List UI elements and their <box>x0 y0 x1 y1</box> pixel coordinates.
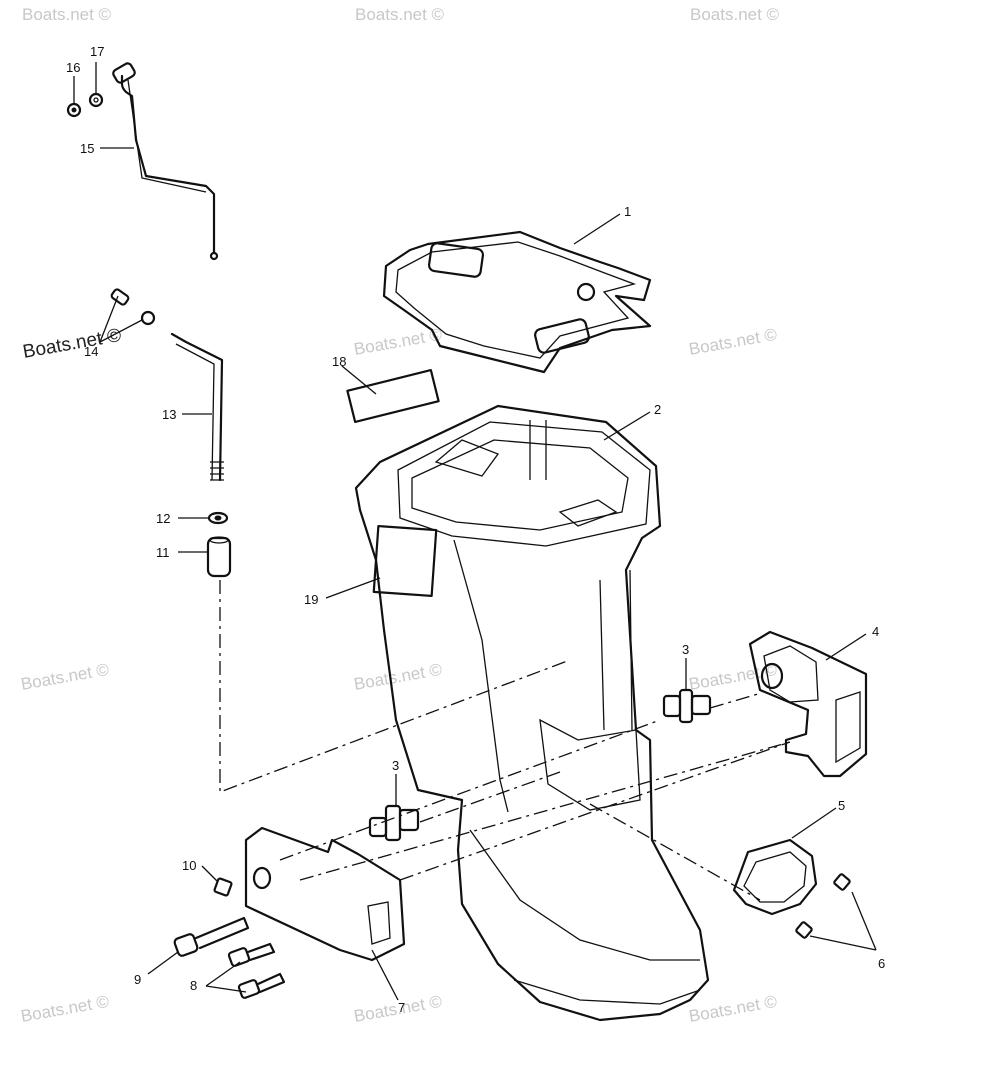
watermark: Boats.net © <box>687 325 778 359</box>
callout-10: 10 <box>182 858 196 873</box>
washer-17 <box>88 92 104 108</box>
mount-3-upper <box>662 688 712 724</box>
bolt-9 <box>173 916 250 957</box>
screws-6 <box>795 873 851 939</box>
callout-2: 2 <box>654 402 661 417</box>
callout-6: 6 <box>878 956 885 971</box>
assembly-lines <box>219 580 791 901</box>
bracket-4 <box>748 630 868 778</box>
callout-3-lower: 3 <box>392 758 399 773</box>
callout-11: 11 <box>156 545 170 560</box>
mount-3-lower <box>368 804 420 842</box>
bracket-7 <box>244 826 406 962</box>
callout-7: 7 <box>398 1000 405 1015</box>
decal-18 <box>346 368 440 424</box>
callout-19: 19 <box>304 592 318 607</box>
bolts-8 <box>227 942 286 999</box>
watermark: Boats.net © <box>352 660 443 694</box>
callout-3-upper: 3 <box>682 642 689 657</box>
watermark: Boats.net © <box>690 5 780 24</box>
clip-14 <box>110 288 156 326</box>
watermark: Boats.net © <box>19 660 110 694</box>
callout-5: 5 <box>838 798 845 813</box>
nut-10 <box>213 877 233 897</box>
watermark: Boats.net © <box>22 5 112 24</box>
watermark-dark: Boats.net © <box>21 325 123 363</box>
watermark: Boats.net © <box>19 992 110 1026</box>
callout-4: 4 <box>872 624 879 639</box>
nut-16 <box>66 102 82 118</box>
callout-13: 13 <box>162 407 176 422</box>
callout-8: 8 <box>190 978 197 993</box>
callout-16: 16 <box>66 60 80 75</box>
callout-9: 9 <box>134 972 141 987</box>
leader-lines <box>73 62 877 1001</box>
grommet-12 <box>207 511 229 525</box>
cover-5 <box>732 838 818 916</box>
shift-rod-lower <box>170 332 224 482</box>
callout-14: 14 <box>84 344 98 359</box>
callout-15: 15 <box>80 141 94 156</box>
bushing-11 <box>206 536 232 578</box>
callout-1: 1 <box>624 204 631 219</box>
callouts: 1 2 3 3 4 5 6 7 8 9 10 11 12 13 14 15 16… <box>66 44 885 1015</box>
gasket-1 <box>382 230 652 374</box>
watermark: Boats.net © <box>355 5 445 24</box>
callout-18: 18 <box>332 354 346 369</box>
drive-shaft-housing-2 <box>354 404 710 1022</box>
shift-rod-upper <box>112 62 219 261</box>
callout-12: 12 <box>156 511 170 526</box>
watermark: Boats.net © <box>687 992 778 1026</box>
callout-17: 17 <box>90 44 104 59</box>
